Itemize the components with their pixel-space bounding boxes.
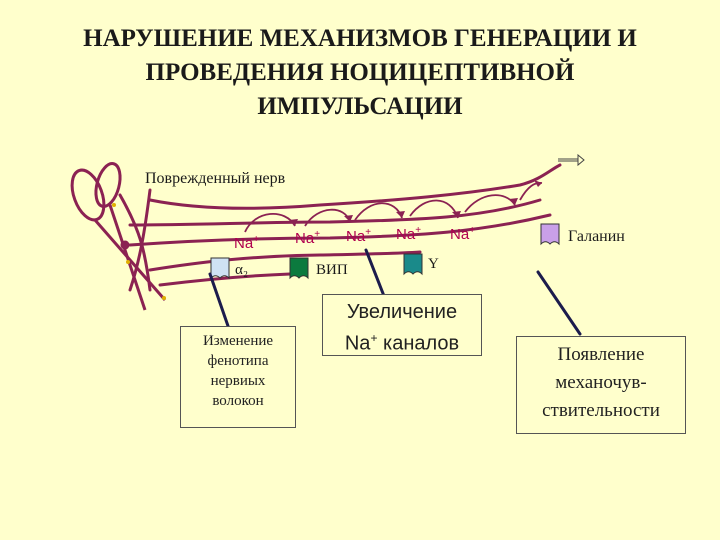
alpha2-label: α₂ [235, 262, 248, 279]
phenotype-line-2: фенотипа [181, 351, 295, 371]
y-receptor-icon [404, 254, 422, 274]
na-ion-label-3: Na+ [346, 227, 371, 245]
arrow-right-icon [558, 155, 584, 165]
mechanosensitivity-box: Появление механочув- ствительности [516, 336, 686, 434]
vip-receptor-icon [290, 258, 308, 278]
y-label: Y [428, 256, 439, 273]
phenotype-change-box: Изменение фенотипа нервиых волокон [180, 326, 296, 428]
damaged-nerve-label: Поврежденный нерв [145, 170, 285, 188]
galanin-receptor-icon [541, 224, 559, 244]
phenotype-line-1: Изменение [181, 331, 295, 351]
na-channels-line-2: Na+ каналов [323, 325, 481, 357]
na-ion-label-5: Na+ [450, 225, 475, 243]
alpha2-receptor-icon [211, 258, 229, 278]
phenotype-line-4: волокон [181, 391, 295, 411]
na-ion-label-1: Na+ [234, 234, 259, 252]
na-ion-label-4: Na+ [396, 225, 421, 243]
na-ion-label-2: Na+ [295, 229, 320, 247]
mechano-line-3: ствительности [517, 397, 685, 425]
phenotype-line-3: нервиых [181, 371, 295, 391]
na-channels-box: Увеличение Na+ каналов [322, 294, 482, 356]
vip-label: ВИП [316, 262, 348, 279]
mechano-line-1: Появление [517, 341, 685, 369]
na-channels-line-1: Увеличение [323, 299, 481, 325]
mechano-line-2: механочув- [517, 369, 685, 397]
galanin-label: Галанин [568, 228, 625, 246]
